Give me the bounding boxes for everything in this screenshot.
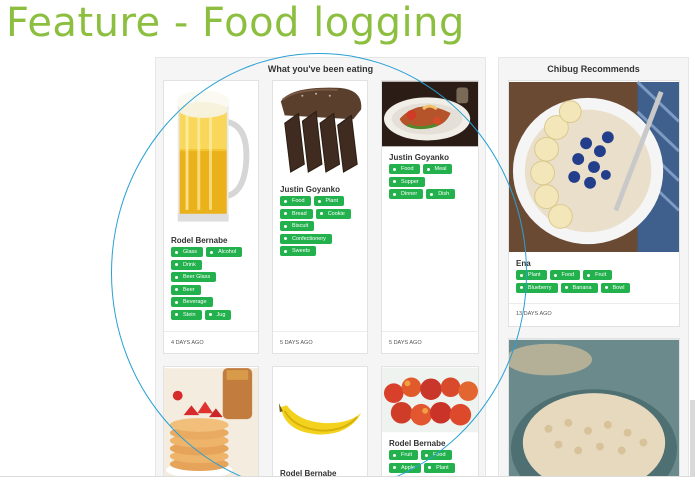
tag[interactable]: Apple [389, 462, 422, 473]
card-timestamp: 5 DAYS AGO [389, 340, 422, 346]
tag[interactable]: Bowl [600, 282, 631, 293]
oats-bowl-image [509, 339, 679, 477]
card-author[interactable]: Rodel Bernabe [389, 439, 446, 448]
food-feed-panel: What you've been eating Rodel Bernabe Gl… [155, 57, 486, 486]
recommend-title: Chibug Recommends [547, 64, 640, 74]
card-author[interactable]: Ena [516, 259, 531, 268]
card-author[interactable]: Rodel Bernabe [280, 469, 337, 478]
tag[interactable]: Cookie [315, 208, 351, 219]
banana-image [273, 368, 367, 462]
beer-mug-image [164, 82, 258, 230]
tag[interactable]: Food [389, 164, 420, 175]
tag[interactable]: Food [421, 450, 452, 461]
card-author[interactable]: Justin Goyanko [389, 153, 450, 162]
scrollbar[interactable] [690, 400, 695, 476]
tag[interactable]: Drink [171, 259, 202, 270]
tag[interactable]: Beverage [171, 297, 213, 308]
tag[interactable]: Food [280, 196, 311, 207]
tag[interactable]: Plant [313, 196, 345, 207]
tag[interactable]: Confectionery [280, 233, 332, 244]
bottom-bar [0, 476, 695, 494]
tag[interactable]: Dish [426, 189, 456, 200]
tag[interactable]: Fruit [583, 270, 613, 281]
divider [273, 331, 367, 332]
recommendations-panel: Chibug Recommends Ena [498, 57, 689, 478]
card-timestamp: 13 DAYS AGO [516, 311, 552, 317]
feed-title: What you've been eating [267, 64, 374, 74]
tag[interactable]: Supper [389, 176, 425, 187]
divider [164, 331, 258, 332]
bread-image [273, 82, 367, 178]
pancakes-image [164, 368, 258, 478]
tag[interactable]: Plant [516, 270, 547, 281]
tag[interactable]: Jug [204, 309, 232, 320]
tag[interactable]: Bread [280, 208, 313, 219]
card-timestamp: 5 DAYS AGO [280, 340, 313, 346]
tag[interactable]: Beer Glass [171, 272, 217, 283]
tag[interactable]: Plant [424, 462, 455, 473]
food-log-card[interactable]: Rodel Bernabe [272, 366, 368, 486]
oatmeal-bowl-image [509, 81, 679, 252]
card-author[interactable]: Rodel Bernabe [171, 236, 228, 245]
divider [382, 331, 478, 332]
tag[interactable]: Sweets [280, 246, 317, 257]
tag[interactable]: Blueberry [516, 282, 558, 293]
tag[interactable]: Banana [560, 282, 598, 293]
card-timestamp: 4 DAYS AGO [171, 340, 204, 346]
tag[interactable]: Stein [171, 309, 202, 320]
recommendation-card[interactable] [508, 338, 680, 478]
food-log-card[interactable] [163, 366, 259, 486]
divider [509, 303, 679, 304]
dinner-plate-image [382, 81, 478, 147]
tag[interactable]: Meal [422, 164, 453, 175]
tag[interactable]: Dinner [389, 189, 424, 200]
tag[interactable]: Biscuit [280, 221, 315, 232]
tag[interactable]: Fruit [389, 450, 418, 461]
tag[interactable]: Alcohol [206, 247, 243, 258]
slide-title: Feature - Food logging [6, 0, 465, 46]
apples-image [382, 367, 478, 433]
card-author[interactable]: Justin Goyanko [280, 185, 341, 194]
tag[interactable]: Food [549, 270, 581, 281]
tag[interactable]: Beer [171, 284, 201, 295]
tag[interactable]: Glass [171, 247, 204, 258]
